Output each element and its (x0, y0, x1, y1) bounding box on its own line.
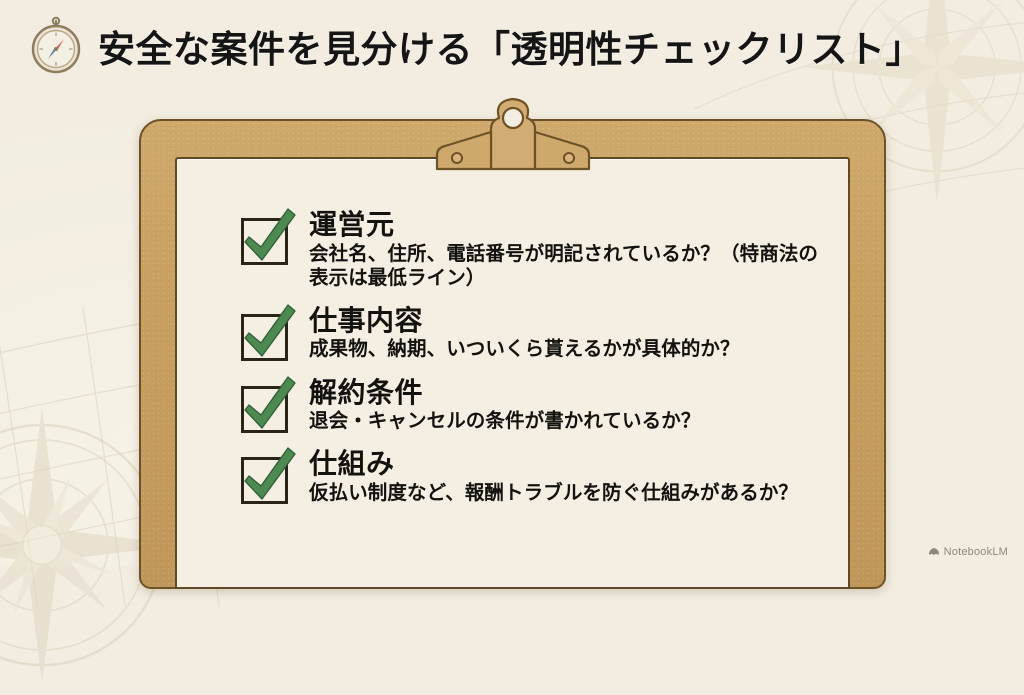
checklist-item-title: 仕事内容 (309, 304, 424, 336)
checklist-item[interactable]: 仕事内容 成果物、納期、いついくら貰えるかが具体的か？ (237, 303, 824, 362)
checkmark-icon (244, 208, 296, 261)
checklist-item-desc: 仮払い制度など、報酬トラブルを防ぐ仕組みがあるか？ (309, 481, 799, 504)
notebooklm-watermark: NotebookLM (928, 546, 1008, 558)
checklist-item-title: 運営元 (309, 209, 395, 240)
checkbox-4[interactable] (237, 446, 299, 505)
notebooklm-label: NotebookLM (943, 546, 1008, 558)
checklist-item-title: 解約条件 (309, 376, 424, 408)
page-header: 安全な案件を見分ける「透明性チェックリスト」 (0, 0, 1024, 92)
checklist-item-desc: 退会・キャンセルの条件が書かれているか？ (309, 410, 701, 433)
checkmark-icon (244, 304, 296, 357)
checklist: 運営元 会社名、住所、電話番号が明記されているか？（特商法の表示は最低ライン） … (237, 207, 824, 505)
checkbox-3[interactable] (237, 375, 299, 433)
checklist-item-desc: 会社名、住所、電話番号が明記されているか？（特商法の表示は最低ライン） (309, 242, 819, 289)
page-title: 安全な案件を見分ける「透明性チェックリスト」 (98, 29, 923, 70)
clipboard-clip-icon (435, 97, 590, 171)
checklist-item-text: 仕組み 仮払い制度など、報酬トラブルを防ぐ仕組みがあるか？ (309, 446, 798, 505)
clipboard: 運営元 会社名、住所、電話番号が明記されているか？（特商法の表示は最低ライン） … (139, 97, 886, 589)
clipboard-paper: 運営元 会社名、住所、電話番号が明記されているか？（特商法の表示は最低ライン） … (175, 157, 850, 589)
checkmark-icon (244, 447, 296, 500)
checklist-item[interactable]: 解約条件 退会・キャンセルの条件が書かれているか？ (237, 375, 824, 434)
checklist-item[interactable]: 運営元 会社名、住所、電話番号が明記されているか？（特商法の表示は最低ライン） (237, 207, 824, 290)
checklist-item[interactable]: 仕組み 仮払い制度など、報酬トラブルを防ぐ仕組みがあるか？ (237, 446, 824, 505)
checklist-item-title: 仕組み (309, 448, 395, 480)
checklist-item-text: 仕事内容 成果物、納期、いついくら貰えるかが具体的か？ (309, 303, 740, 362)
checklist-item-text: 解約条件 退会・キャンセルの条件が書かれているか？ (309, 375, 700, 434)
checkmark-icon (244, 375, 296, 429)
checklist-item-text: 運営元 会社名、住所、電話番号が明記されているか？（特商法の表示は最低ライン） (309, 207, 824, 290)
notebooklm-icon (928, 548, 939, 555)
checkbox-1[interactable] (237, 207, 299, 265)
compass-icon (31, 16, 81, 74)
checklist-item-desc: 成果物、納期、いついくら貰えるかが具体的か？ (309, 338, 740, 361)
checkbox-2[interactable] (237, 303, 299, 361)
